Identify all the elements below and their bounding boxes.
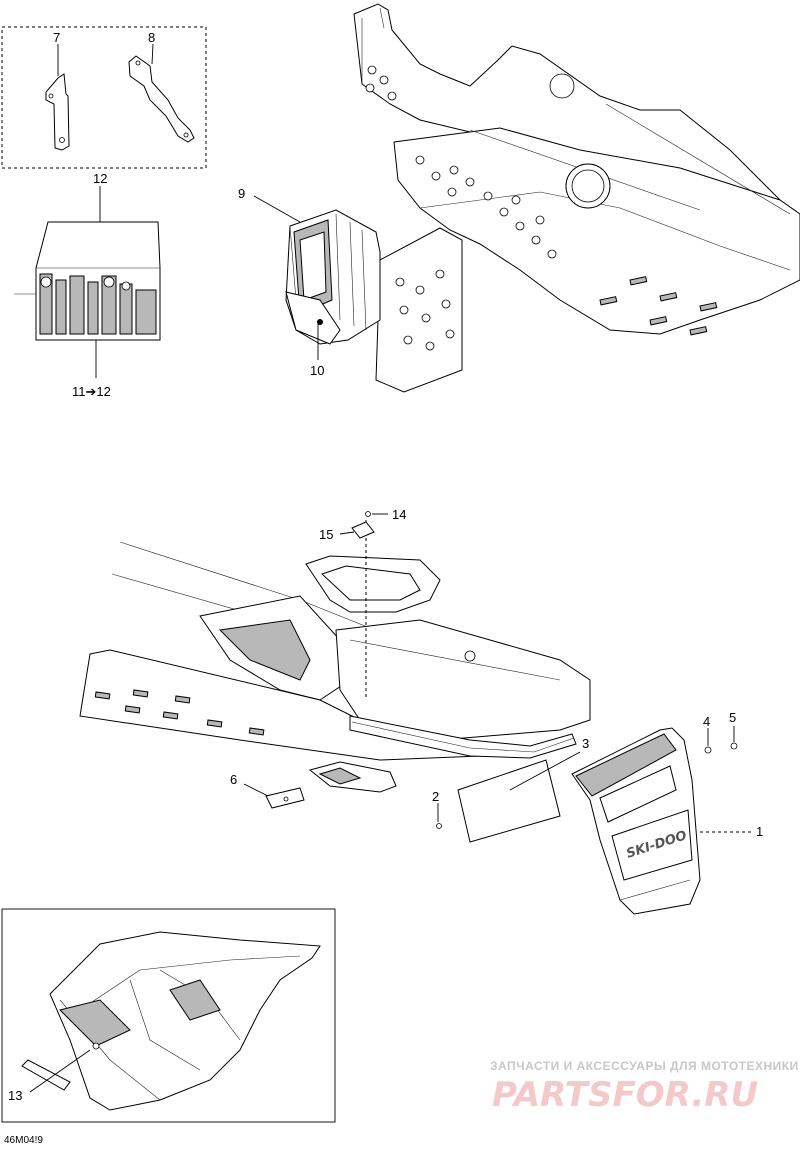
callout-1: 1 (756, 824, 763, 839)
frame-holes (365, 65, 557, 259)
callout-14: 14 (392, 507, 406, 522)
callout-12: 12 (93, 171, 107, 186)
bracket-part-6: 6 (230, 761, 397, 809)
rear-tunnel-assembly (79, 520, 591, 761)
callout-8: 8 (148, 30, 155, 45)
callout-7: 7 (53, 30, 60, 45)
callout-13: 13 (8, 1088, 22, 1103)
reflector-plate-2-3: 2 3 (432, 736, 589, 843)
callout-15: 15 (319, 527, 333, 542)
callout-4: 4 (703, 714, 710, 729)
callout-9: 9 (238, 186, 245, 201)
upper-chassis-frame (353, 3, 800, 393)
watermark-line-1: ЗАПЧАСТИ И АКСЕССУАРЫ ДЛЯ МОТОТЕХНИКИ (490, 1059, 799, 1073)
clip-parts-14-15: 14 15 (319, 507, 406, 542)
diagram-code: 46M04!9 (4, 1135, 43, 1146)
tunnel-slots (599, 276, 718, 336)
tool-kit-12: 12 11➔12 (14, 171, 161, 399)
bracket-part-7 (45, 73, 70, 151)
callout-3: 3 (582, 736, 589, 751)
mud-flap-part-1: SKI-DOO 1 4 5 (571, 710, 763, 915)
inset-border-dashed (1, 26, 207, 169)
storage-box-9-10: 9 10 (238, 186, 381, 378)
callout-10: 10 (310, 363, 324, 378)
callout-5: 5 (729, 710, 736, 725)
inset-box-tools: 7 8 (1, 26, 207, 169)
lower-plate-holes (395, 269, 455, 351)
inset-border (1, 908, 336, 1123)
watermark: ЗАПЧАСТИ И АКСЕССУАРЫ ДЛЯ МОТОТЕХНИКИ PA… (490, 1059, 799, 1115)
skid-slots (94, 689, 265, 736)
callout-6: 6 (230, 772, 237, 787)
callout-11-12: 11➔12 (72, 384, 111, 399)
tool-bag-tools (39, 273, 157, 335)
callout-2: 2 (432, 789, 439, 804)
inset-box-13: 13 (1, 908, 336, 1123)
wrench-part-8 (128, 55, 195, 143)
watermark-line-2: PARTSFOR.RU (492, 1075, 758, 1115)
